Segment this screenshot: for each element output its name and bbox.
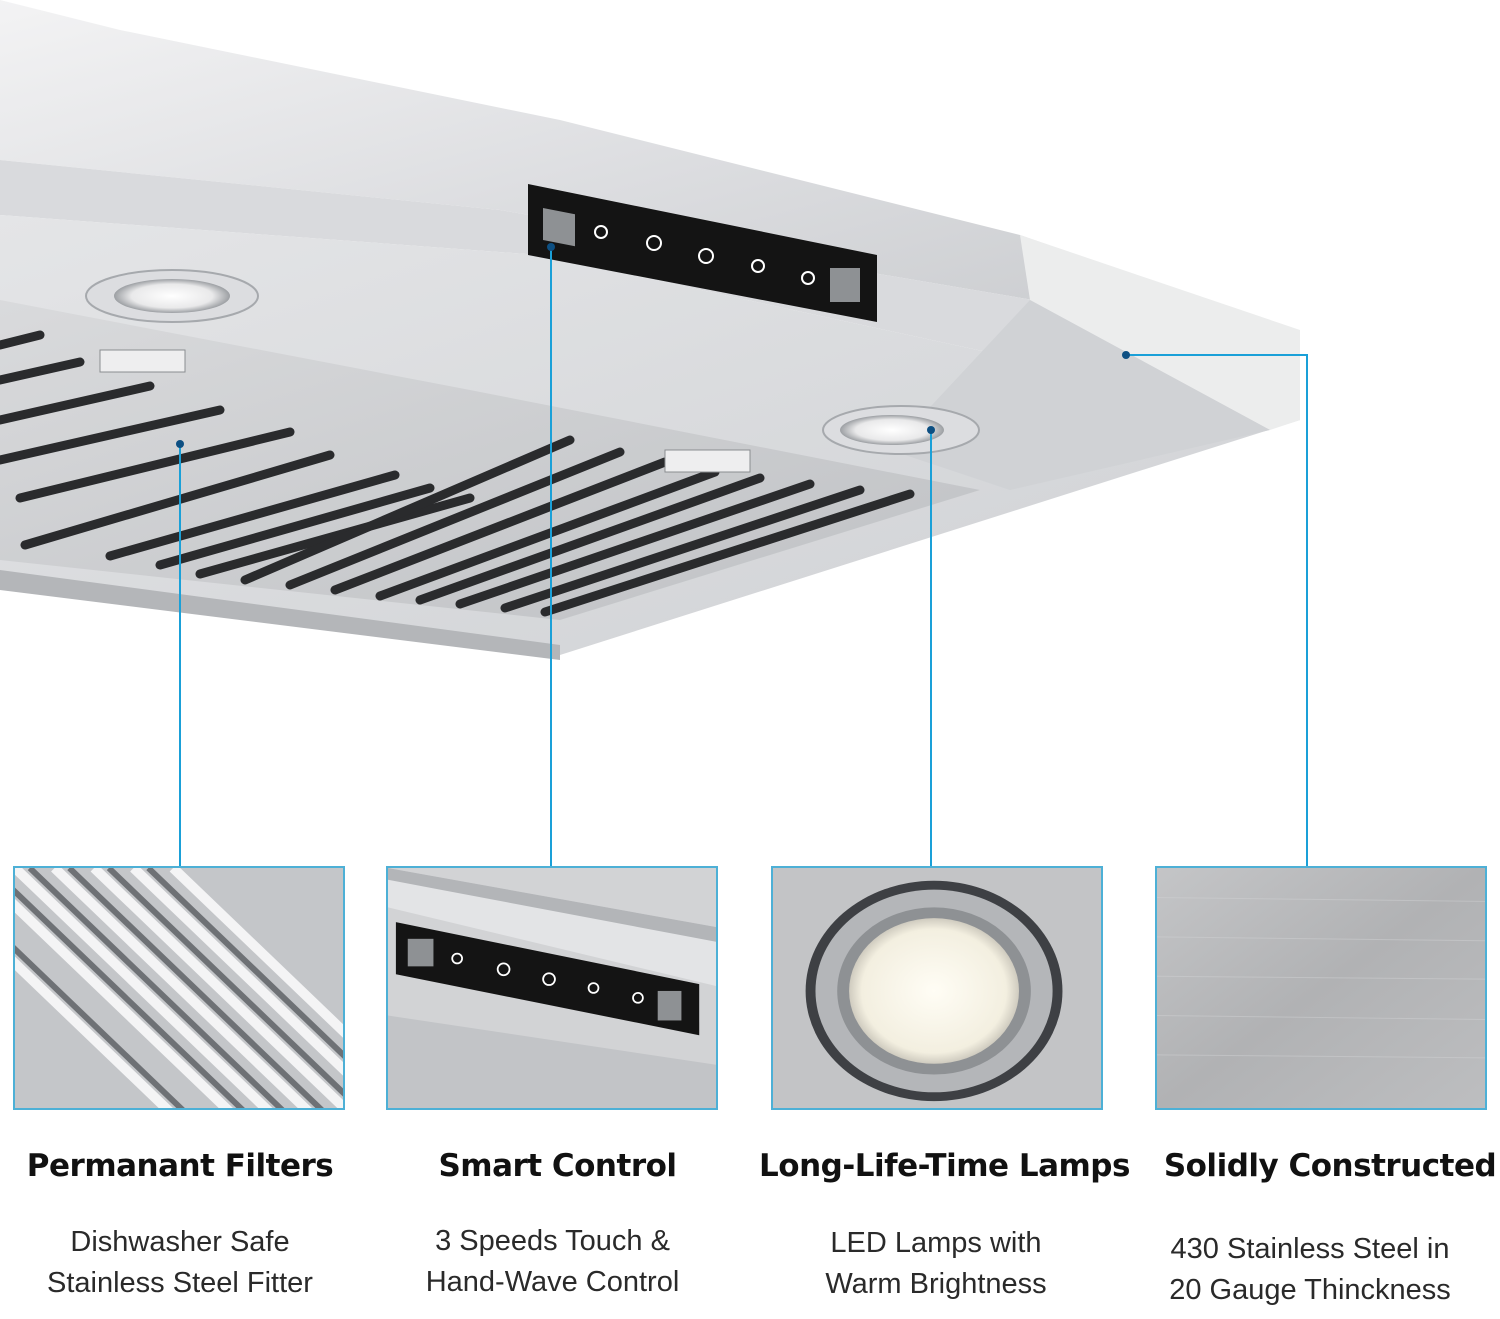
control-panel-closeup-image (386, 866, 718, 1110)
light-bulb-icon (587, 982, 600, 994)
power-icon (632, 992, 644, 1004)
feature-description-filters: Dishwasher Safe Stainless Steel Fitter (47, 1226, 313, 1299)
feature-title-control: Smart Control (438, 1148, 677, 1184)
feature-title-lamps: Long-Life-Time Lamps (759, 1148, 1130, 1184)
fan-high-icon (542, 972, 556, 986)
feature-description-control: 3 Speeds Touch & Hand-Wave Control (425, 1225, 680, 1298)
feature-description-construction: 430 Stainless Steel in 20 Gauge Thinckne… (1169, 1233, 1451, 1306)
filter-closeup-image (13, 866, 345, 1110)
fan-low-icon (451, 952, 463, 965)
feature-title-filters: Permanant Filters (26, 1148, 334, 1184)
range-hood-photo (0, 0, 1308, 866)
fan-medium-icon (496, 962, 511, 977)
feature-description-lamps: LED Lamps with Warm Brightness (825, 1227, 1047, 1300)
feature-title-construction: Solidly Constructed (1163, 1148, 1497, 1184)
stainless-steel-closeup-image (1155, 866, 1487, 1110)
lamp-closeup-image (771, 866, 1103, 1110)
